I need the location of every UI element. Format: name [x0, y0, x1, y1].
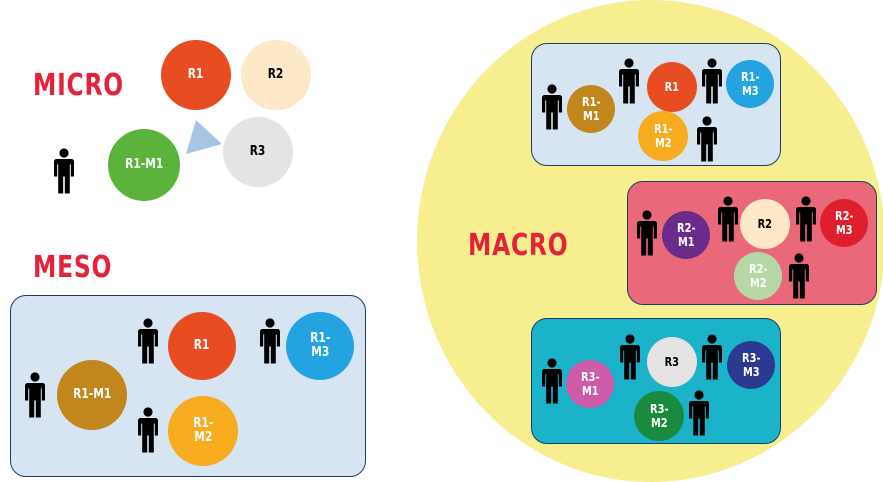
person-icon	[53, 148, 75, 194]
person-icon	[619, 334, 641, 380]
macro-node-r3-m1: R3- M1	[566, 360, 614, 408]
arrow-triangle-icon	[186, 120, 222, 154]
meso-node-r1-m3: R1- M3	[286, 312, 354, 380]
person-icon	[541, 358, 563, 404]
person-icon	[618, 58, 640, 104]
macro-node-r2-m2: R2- M2	[734, 252, 782, 300]
macro-node-r3: R3	[647, 337, 697, 387]
meso-heading: MESO	[33, 250, 113, 285]
person-icon	[137, 407, 159, 453]
person-icon	[701, 58, 723, 104]
meso-node-r1-m1: R1-M1	[57, 360, 127, 430]
micro-node-r1-m1: R1-M1	[108, 129, 180, 201]
meso-node-r1: R1	[168, 312, 236, 380]
macro-node-r1: R1	[647, 62, 697, 112]
micro-heading: MICRO	[33, 68, 124, 103]
person-icon	[541, 84, 563, 130]
macro-node-r1-m3: R1- M3	[726, 60, 774, 108]
person-icon	[688, 390, 710, 436]
person-icon	[259, 318, 281, 364]
micro-node-r2: R2	[241, 40, 311, 110]
macro-node-r3-m2: R3- M2	[634, 391, 684, 441]
meso-node-r1-m2: R1- M2	[168, 396, 238, 466]
macro-node-r2: R2	[740, 199, 790, 249]
person-icon	[788, 253, 810, 299]
macro-node-r2-m1: R2- M1	[662, 211, 710, 259]
person-icon	[795, 196, 817, 242]
person-icon	[701, 334, 723, 380]
macro-node-r1-m1: R1- M1	[567, 85, 615, 133]
micro-node-r1: R1	[161, 40, 231, 110]
person-icon	[696, 116, 718, 162]
person-icon	[636, 210, 658, 256]
macro-heading: MACRO	[468, 228, 569, 263]
person-icon	[717, 196, 739, 242]
macro-node-r1-m2: R1- M2	[638, 111, 688, 161]
person-icon	[24, 372, 46, 418]
micro-node-r3: R3	[223, 117, 293, 187]
macro-node-r3-m3: R3- M3	[727, 341, 775, 389]
person-icon	[137, 318, 159, 364]
macro-node-r2-m3: R2- M3	[820, 199, 868, 247]
